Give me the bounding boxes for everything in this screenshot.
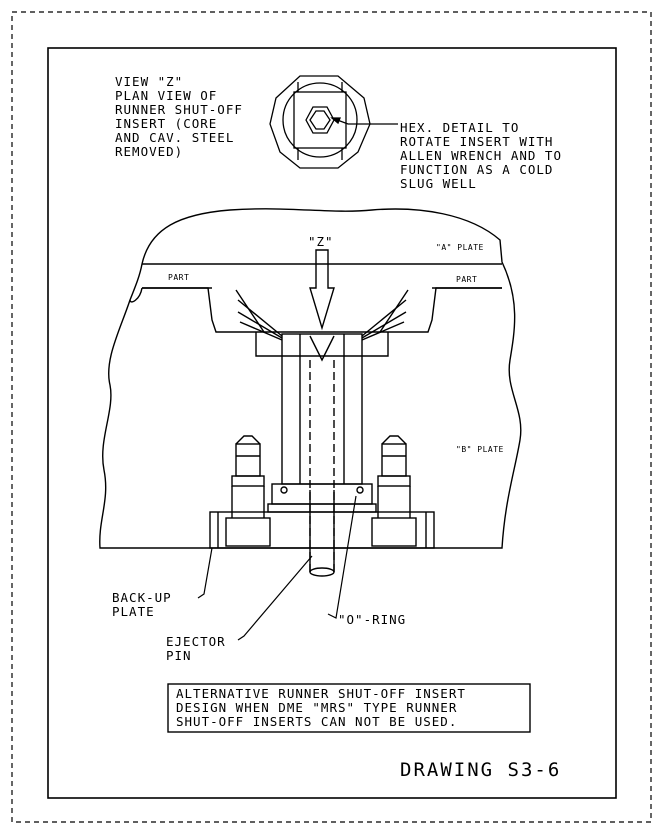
a-plate-label: "A" PLATE: [436, 243, 484, 252]
part-right-label: PART: [456, 275, 477, 284]
o-ring-label: "O"-RING: [338, 612, 406, 627]
ejector-leader: [237, 555, 313, 641]
backup-leader: [197, 547, 213, 599]
view-z-arrow: [309, 249, 335, 331]
part-left-label: PART: [168, 273, 189, 282]
hex-leader-line: [331, 117, 398, 125]
drawing-frame: [47, 47, 617, 799]
part-right: [388, 287, 502, 333]
o-ring: [356, 486, 364, 494]
cap-screw-right: [371, 435, 417, 547]
plan-view-z: [269, 75, 398, 169]
back-up-plate: [209, 511, 435, 549]
note-text: ALTERNATIVE RUNNER SHUT-OFF INSERT DESIG…: [176, 686, 474, 729]
part-left: [129, 287, 256, 333]
plan-view-outer-outline: [269, 75, 371, 169]
ejector-pin-label: EJECTOR PIN: [166, 634, 234, 663]
oring-leader: [327, 495, 357, 619]
hex-detail-label: HEX. DETAIL TO ROTATE INSERT WITH ALLEN …: [400, 120, 571, 191]
insert-head: [271, 483, 373, 505]
ejector-pin: [309, 360, 335, 577]
cold-slug-well: [309, 335, 335, 362]
mold-section: [99, 208, 522, 577]
drawing-id: DRAWING S3-6: [400, 759, 561, 781]
b-plate-label: "B" PLATE: [456, 445, 504, 454]
outer-dashed-border: [11, 11, 652, 823]
view-z-label: VIEW "Z" PLAN VIEW OF RUNNER SHUT-OFF IN…: [115, 74, 251, 159]
plate-break-outline: [99, 208, 522, 549]
plan-view-insert-circle: [282, 82, 358, 158]
cap-screw-left: [225, 435, 271, 547]
z-marker-label: "Z": [308, 234, 334, 249]
leader-lines: [197, 495, 357, 641]
backup-plate-label: BACK-UP PLATE: [112, 590, 180, 619]
note-box: [167, 683, 531, 733]
